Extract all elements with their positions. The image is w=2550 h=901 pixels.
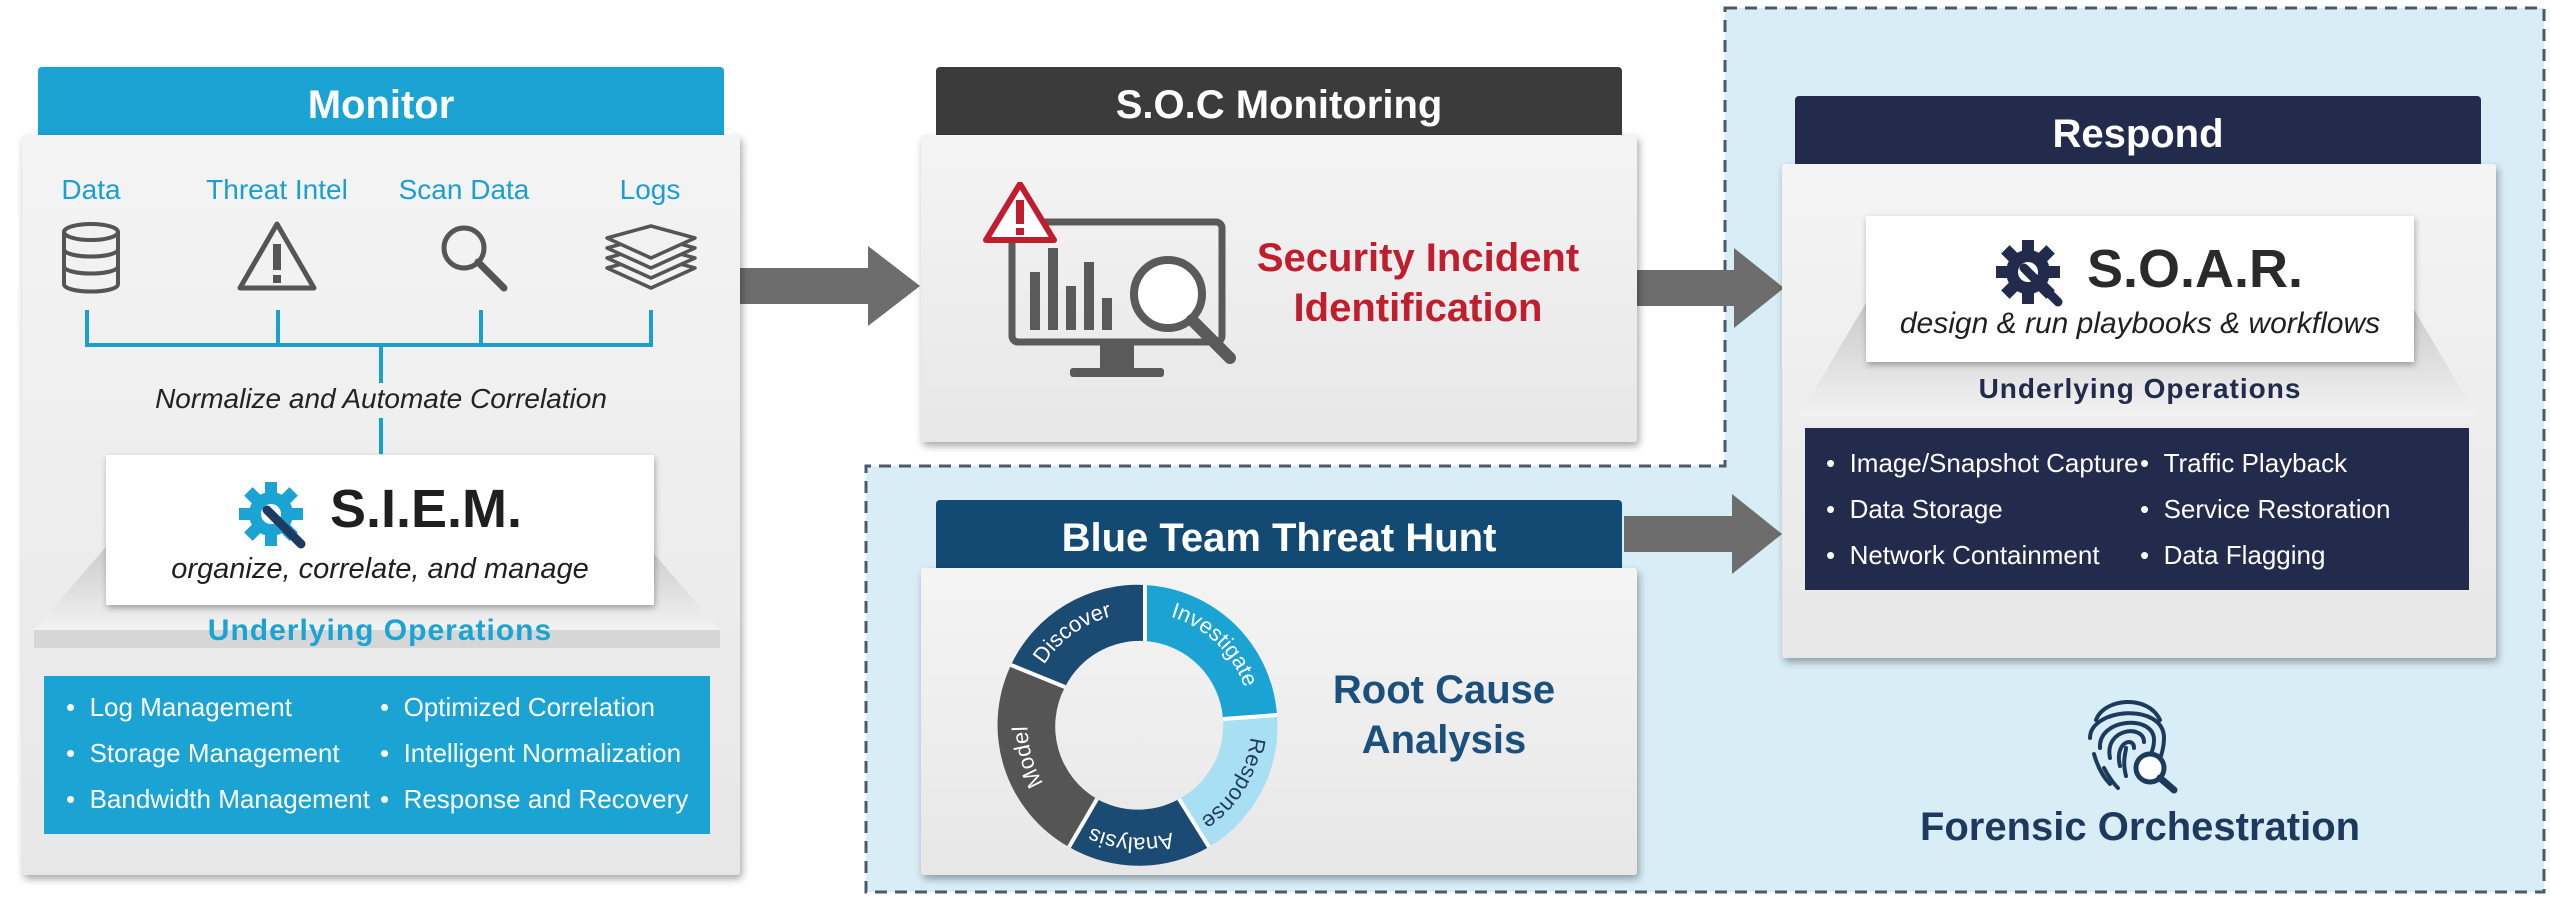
forensic-orchestration-label: Forensic Orchestration: [1919, 805, 2361, 849]
soar-card: [1866, 216, 2414, 362]
respond-op-right-2: • Service Restoration: [2140, 494, 2391, 524]
source-label-scan-data: Scan Data: [398, 174, 530, 205]
root-cause-title: Root Cause Analysis: [1332, 668, 1556, 762]
soc-header: S.O.C Monitoring: [936, 67, 1622, 143]
layers-icon: [605, 224, 697, 290]
cycle-segment-analysis: [1069, 799, 1209, 866]
database-icon: [62, 222, 120, 294]
cycle-segment-discover: [1011, 584, 1145, 687]
cycle-segment-investigate: [1145, 585, 1277, 719]
arrow-soc-to-respond: [1636, 248, 1784, 328]
cycle-segment-model: [997, 665, 1097, 847]
connector-center-down: [379, 418, 383, 454]
monitor-ops-box: [44, 676, 710, 834]
connector-logs: [649, 310, 653, 346]
respond-header: Respond: [1795, 96, 2481, 172]
monitor-ops-label: Underlying Operations: [207, 614, 553, 647]
connector-center-up: [379, 343, 383, 383]
monitor-op-left-1: • Log Management: [66, 692, 292, 722]
monitor-op-right-3: • Response and Recovery: [380, 784, 689, 814]
connector-data: [85, 310, 89, 346]
siem-title: S.I.E.M.: [330, 479, 523, 539]
source-label-data: Data: [61, 174, 121, 205]
monitor-op-right-1: • Optimized Correlation: [380, 692, 655, 722]
search-icon: [441, 225, 508, 292]
gear-wrench-icon: [239, 482, 306, 549]
connector-horizontal: [85, 343, 653, 347]
respond-ops-box: [1805, 428, 2469, 590]
monitor-op-left-2: • Storage Management: [66, 738, 340, 768]
warning-icon: [237, 221, 317, 291]
respond-op-left-3: • Network Containment: [1826, 540, 2100, 570]
respond-op-right-3: • Data Flagging: [2140, 540, 2326, 570]
arrow-hunt-to-respond: [1624, 494, 1782, 574]
monitor-analytics-icon: [983, 182, 1236, 377]
monitor-header: Monitor: [38, 67, 724, 143]
source-label-logs: Logs: [619, 174, 681, 205]
source-label-threat-intel: Threat Intel: [206, 174, 348, 205]
respond-ops-label: Underlying Operations: [1978, 373, 2302, 404]
monitor-op-right-2: • Intelligent Normalization: [380, 738, 682, 768]
gear-wrench-icon: [1996, 240, 2063, 307]
soc-panel: [921, 135, 1637, 442]
respond-op-right-1: • Traffic Playback: [2140, 448, 2348, 478]
soar-title: S.O.A.R.: [2087, 239, 2304, 299]
soc-title: Security Incident Identification: [1256, 236, 1580, 330]
arrow-monitor-to-soc: [738, 246, 920, 326]
siem-subtitle: organize, correlate, and manage: [171, 553, 589, 585]
siem-card: [106, 455, 654, 605]
connector-scan-data: [479, 310, 483, 346]
threat-hunt-cycle: Discover Investigate Response Analysis M…: [997, 584, 1278, 866]
fingerprint-search-icon: [2088, 700, 2178, 794]
cycle-segment-response: [1179, 715, 1278, 847]
monitor-op-left-3: • Bandwidth Management: [66, 784, 370, 814]
soar-subtitle: design & run playbooks & workflows: [1899, 307, 2381, 340]
respond-op-left-1: • Image/Snapshot Capture: [1826, 448, 2139, 478]
connector-threat-intel: [276, 310, 280, 346]
respond-op-left-2: • Data Storage: [1826, 494, 2003, 524]
normalize-note: Normalize and Automate Correlation: [155, 383, 607, 414]
hunt-header: Blue Team Threat Hunt: [936, 500, 1622, 576]
